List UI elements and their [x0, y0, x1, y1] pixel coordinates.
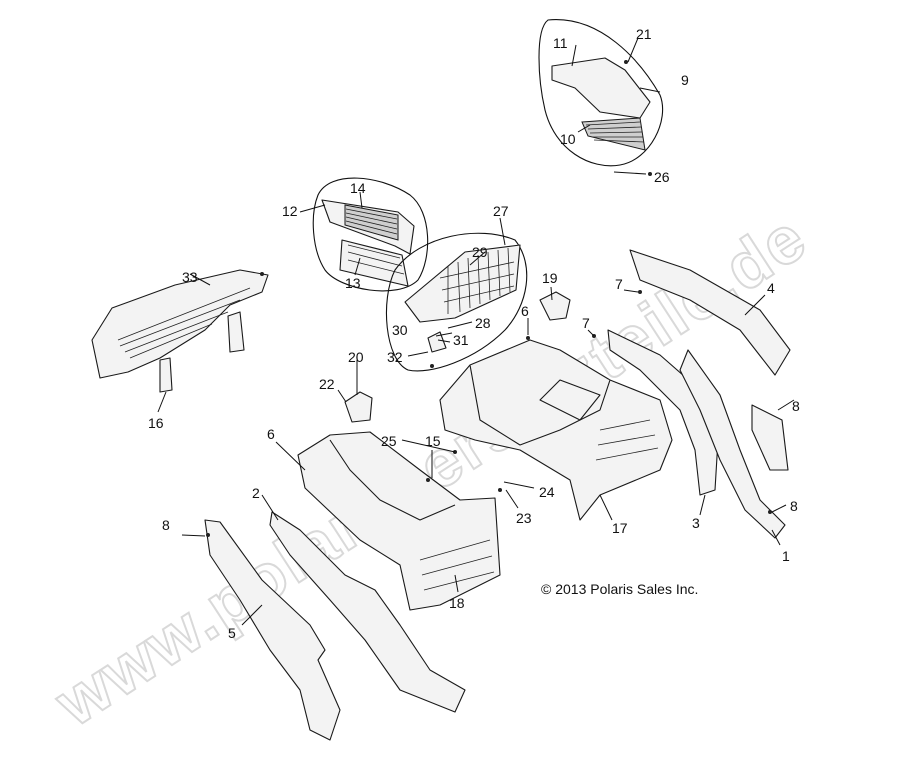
callout-8c: 8: [162, 517, 170, 533]
callout-16: 16: [148, 415, 164, 431]
part-8-panel: [751, 404, 789, 471]
group-12-vent: [312, 177, 429, 292]
part-18-floor-tub: [297, 431, 501, 611]
callout-32: 32: [387, 349, 403, 365]
callout-24: 24: [539, 484, 555, 500]
parts-right-side: [607, 249, 791, 539]
callout-7b: 7: [582, 315, 590, 331]
callout-8b: 8: [790, 498, 798, 514]
part-4-fender: [629, 249, 791, 376]
callout-27: 27: [493, 203, 509, 219]
copyright-notice: © 2013 Polaris Sales Inc.: [541, 581, 698, 597]
callout-11: 11: [553, 35, 568, 51]
callout-15: 15: [425, 433, 441, 449]
part-30-bracket: [427, 331, 447, 353]
callout-7a: 7: [615, 276, 623, 292]
callout-18: 18: [449, 595, 465, 611]
part-10-grille: [581, 117, 646, 151]
callout-22: 22: [319, 376, 335, 392]
leader-lines: [157, 37, 795, 626]
callout-19: 19: [542, 270, 558, 286]
small-brackets: [206, 60, 772, 537]
group-27-storage: [385, 232, 528, 372]
callout-2: 2: [252, 485, 260, 501]
callout-12: 12: [282, 203, 298, 219]
callout-9: 9: [681, 72, 689, 88]
callout-33: 33: [182, 269, 198, 285]
callout-23: 23: [516, 510, 532, 526]
part-2-rocker: [269, 511, 466, 713]
callout-17: 17: [612, 520, 628, 536]
callout-14: 14: [350, 180, 366, 196]
callout-20: 20: [348, 349, 364, 365]
callout-21: 21: [636, 26, 652, 42]
callout-8a: 8: [792, 398, 800, 414]
callout-28: 28: [475, 315, 491, 331]
callout-1: 1: [782, 548, 790, 564]
callout-10: 10: [560, 131, 576, 147]
part-20-bracket: [344, 391, 373, 423]
part-29-bin: [404, 244, 521, 323]
callout-3: 3: [692, 515, 700, 531]
callout-6a: 6: [521, 303, 529, 319]
group-9-console-cover: [538, 19, 664, 167]
part-19-bracket: [539, 291, 571, 321]
part-17-cargo-tub: [439, 339, 673, 521]
parts-left-side: [204, 511, 466, 741]
part-11-cover: [551, 57, 651, 119]
part-5-panel: [204, 519, 341, 741]
part-1-trim: [679, 349, 786, 539]
callout-31: 31: [453, 332, 469, 348]
callout-6b: 6: [267, 426, 275, 442]
callout-25: 25: [381, 433, 397, 449]
callout-29: 29: [472, 244, 488, 260]
callout-4: 4: [767, 280, 775, 296]
callout-labels: 1 2 3 4 5 6 6 7 7 8 8 8 9 10 11 12 13 14…: [148, 26, 800, 641]
callout-5: 5: [228, 625, 236, 641]
callout-26: 26: [654, 169, 670, 185]
callout-30: 30: [392, 322, 408, 338]
callout-13: 13: [345, 275, 361, 291]
part-16-bracket: [159, 357, 173, 393]
part-33-rack: [91, 269, 269, 393]
part-13-vent: [339, 239, 409, 287]
